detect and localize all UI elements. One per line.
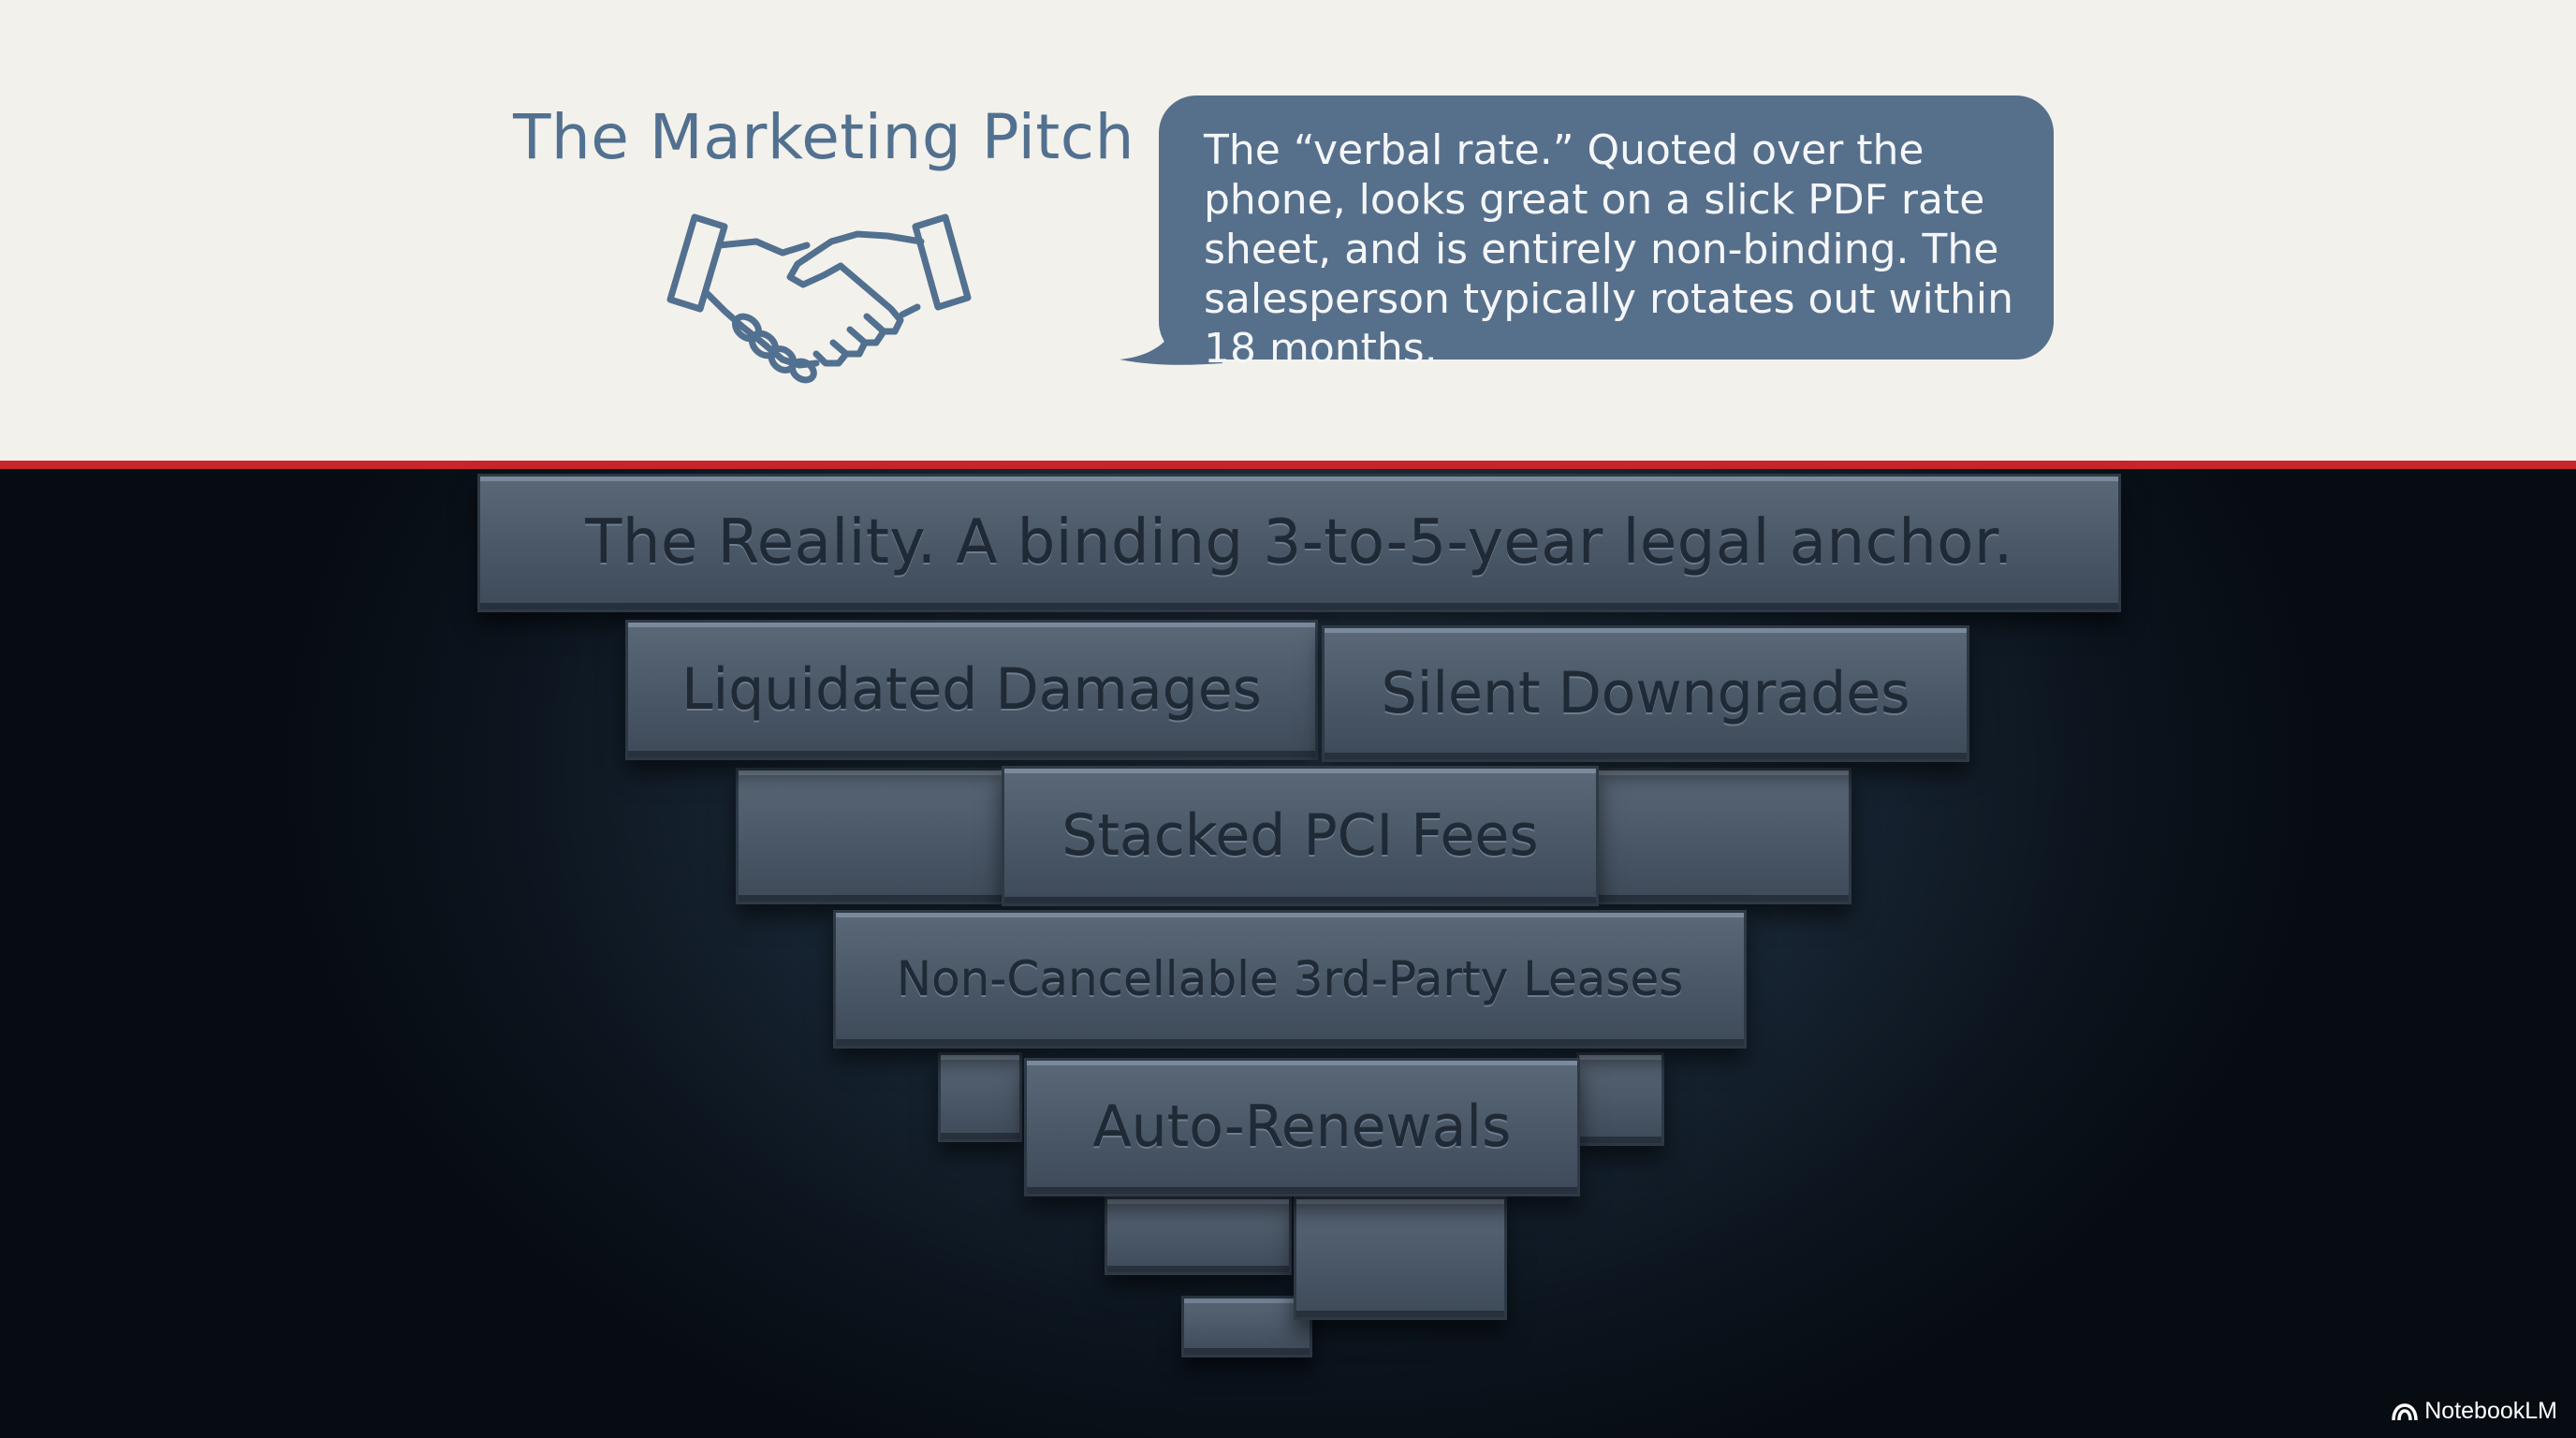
block-label: Auto-Renewals [1092, 1094, 1512, 1160]
block-label: Stacked PCI Fees [1061, 803, 1539, 869]
stone-block-side-3 [736, 768, 1007, 904]
block-liquidated-damages: Liquidated Damages [625, 620, 1318, 760]
block-label: Non-Cancellable 3rd-Party Leases [896, 952, 1684, 1006]
block-label: Liquidated Damages [681, 657, 1262, 723]
notebooklm-watermark: NotebookLM [2391, 1398, 2557, 1425]
block-silent-downgrades: Silent Downgrades [1322, 625, 1969, 762]
stone-block-side-2 [1576, 1052, 1664, 1146]
block-auto-renewals: Auto-Renewals [1024, 1058, 1580, 1196]
block-stacked-pci-fees: Stacked PCI Fees [1002, 766, 1599, 906]
block-label: Silent Downgrades [1381, 661, 1910, 726]
divider-line [0, 461, 2576, 469]
speech-bubble [1159, 95, 2054, 360]
watermark-label: NotebookLM [2424, 1398, 2557, 1424]
handshake-icon [666, 213, 972, 384]
stone-block-deep-2 [1105, 1196, 1292, 1275]
stone-block-side-4 [1593, 768, 1852, 904]
stone-block-deep-3 [1294, 1196, 1507, 1320]
stone-block-side-1 [938, 1052, 1022, 1142]
speech-bubble-text: The “verbal rate.” Quoted over the phone… [1204, 126, 2013, 373]
stone-block-deep-1 [1181, 1296, 1312, 1357]
block-non-cancellable-leases: Non-Cancellable 3rd-Party Leases [833, 910, 1747, 1049]
reality-anchor-block: The Reality. A binding 3-to-5-year legal… [477, 474, 2121, 612]
notebooklm-logo-icon [2392, 1402, 2418, 1420]
reality-anchor-label: The Reality. A binding 3-to-5-year legal… [585, 508, 2013, 578]
pitch-title: The Marketing Pitch [513, 101, 1134, 173]
speech-bubble-tail [1120, 309, 1222, 365]
